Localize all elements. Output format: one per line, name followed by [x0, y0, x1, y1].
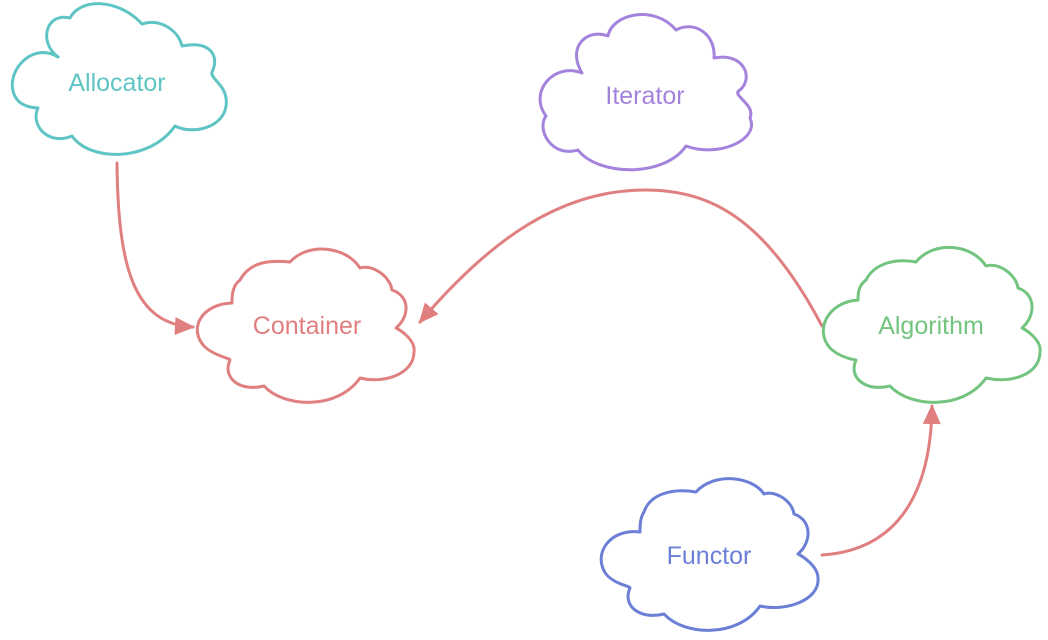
container-node[interactable]: Container	[195, 247, 416, 404]
container-label: Container	[253, 312, 361, 340]
algorithm-label: Algorithm	[878, 312, 984, 340]
edges-layer	[115, 161, 941, 557]
edge-algorithm-to-container[interactable]	[418, 188, 824, 328]
container-cloud-shape	[195, 247, 416, 404]
algorithm-cloud-shape	[821, 246, 1042, 404]
edge-functor-to-algorithm[interactable]	[820, 404, 941, 557]
allocator-label: Allocator	[68, 69, 165, 97]
allocator-node[interactable]: Allocator	[10, 2, 228, 156]
iterator-label: Iterator	[605, 82, 684, 110]
functor-node[interactable]: Functor	[599, 477, 820, 632]
functor-label: Functor	[667, 542, 752, 570]
algorithm-node[interactable]: Algorithm	[821, 246, 1042, 404]
iterator-node[interactable]: Iterator	[538, 13, 753, 172]
edge-allocator-to-container[interactable]	[115, 161, 195, 336]
functor-cloud-shape	[599, 477, 820, 632]
allocator-cloud-shape	[10, 2, 228, 156]
iterator-cloud-shape	[538, 13, 753, 172]
